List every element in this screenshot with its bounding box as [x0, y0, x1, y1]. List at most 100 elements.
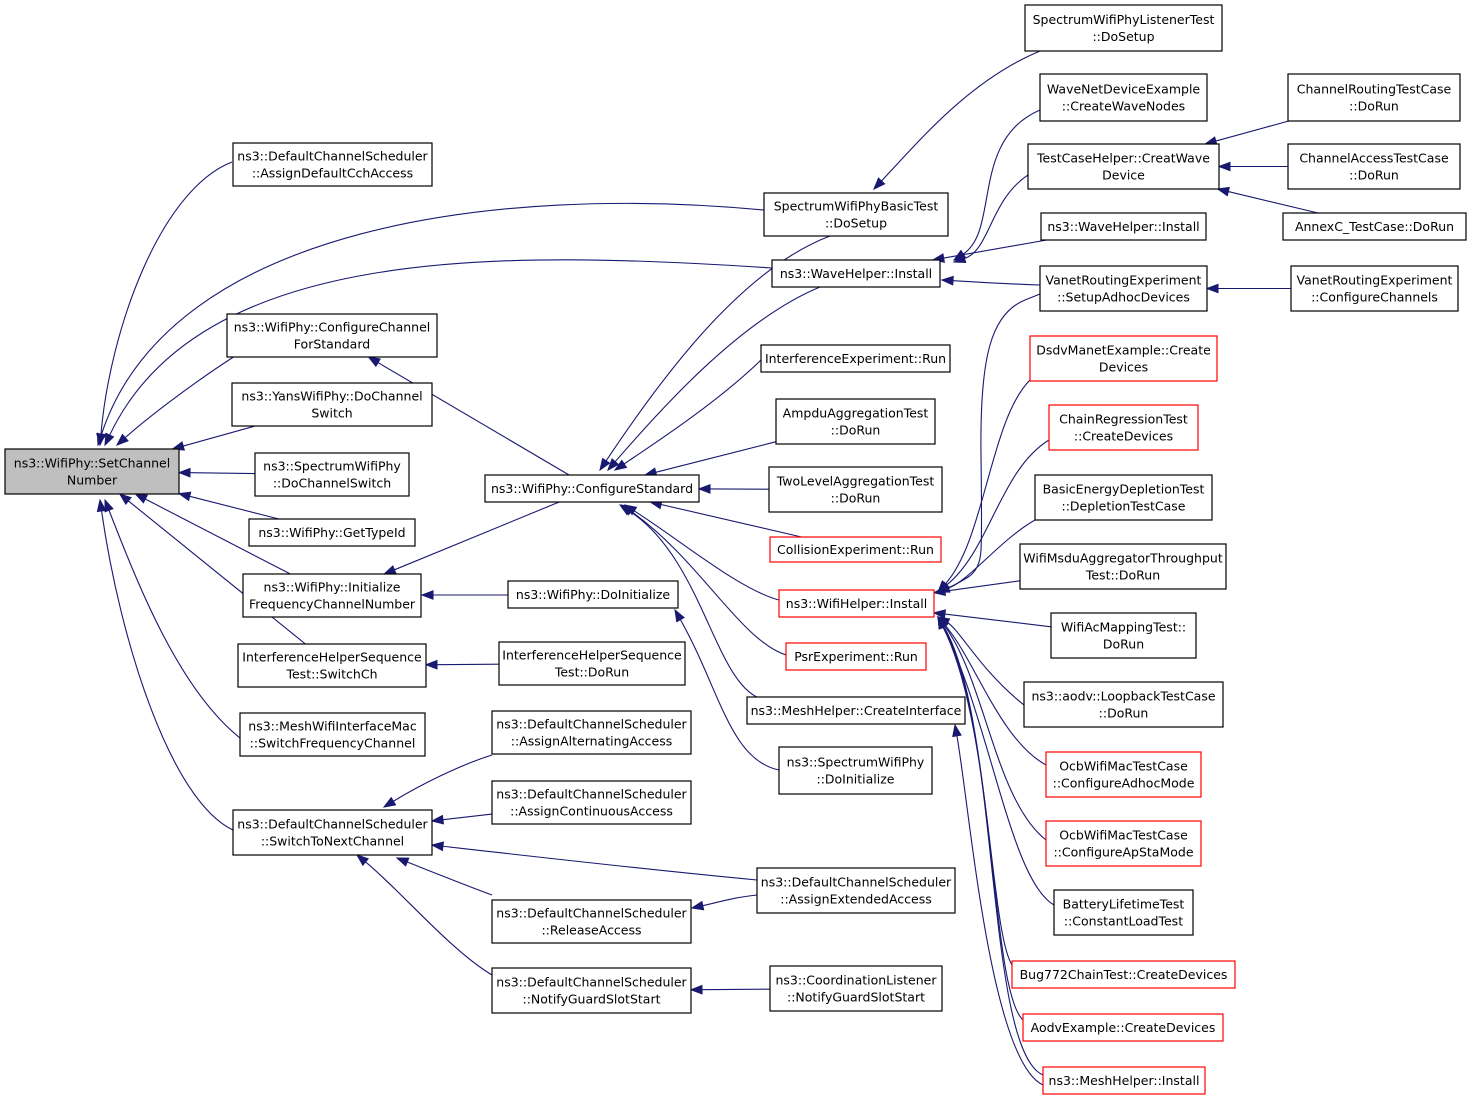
node-box: [1290, 265, 1459, 312]
node-box: [1023, 681, 1224, 728]
edge-arrowhead: [96, 498, 107, 513]
node-acmapping[interactable]: WifiAcMappingTest::DoRun: [1050, 612, 1197, 659]
node-label-line: ::DoRun: [831, 423, 881, 438]
node-twolevel[interactable]: TwoLevelAggregationTest::DoRun: [768, 466, 943, 513]
node-box: [1011, 960, 1236, 989]
edge-arrowhead: [697, 484, 711, 494]
edge-line: [628, 510, 766, 701]
node-box: [4, 448, 180, 495]
node-box: [226, 313, 438, 358]
node-wavehelper2[interactable]: ns3::WaveHelper::Install: [1040, 212, 1207, 241]
node-speclistener[interactable]: SpectrumWifiPhyListenerTest::DoSetup: [1024, 4, 1223, 52]
node-configchanstd[interactable]: ns3::WifiPhy::ConfigureChannelForStandar…: [226, 313, 438, 358]
node-label-line: ::DoRun: [1349, 99, 1399, 114]
node-ampdu[interactable]: AmpduAggregationTest::DoRun: [775, 398, 936, 445]
edge-line: [100, 202, 765, 435]
node-wavehelper1[interactable]: ns3::WaveHelper::Install: [771, 259, 941, 288]
node-box: [1053, 889, 1194, 936]
edge-arrowhead: [689, 984, 703, 995]
node-box: [778, 589, 935, 618]
edge-line: [944, 580, 1021, 592]
node-vanetconfig[interactable]: VanetRoutingExperiment::ConfigureChannel…: [1290, 265, 1459, 312]
edge-line: [943, 626, 1044, 1076]
node-annexc[interactable]: AnnexC_TestCase::DoRun: [1282, 212, 1467, 241]
node-ocbadhoc[interactable]: OcbWifiMacTestCase::ConfigureAdhocMode: [1045, 751, 1202, 798]
node-meshcreate[interactable]: ns3::MeshHelper::CreateInterface: [746, 696, 966, 725]
node-yansdochan[interactable]: ns3::YansWifiPhy::DoChannelSwitch: [231, 382, 433, 427]
node-chanaccess[interactable]: ChannelAccessTestCase::DoRun: [1287, 143, 1461, 190]
node-ocbapsta[interactable]: OcbWifiMacTestCase::ConfigureApStaMode: [1045, 820, 1202, 867]
edge-configstd-to-configchanstd: [367, 356, 570, 476]
node-coordnotify[interactable]: ns3::CoordinationListener::NotifyGuardSl…: [769, 965, 943, 1012]
edge-twolevel-to-configstd: [697, 484, 770, 494]
node-gettypeid[interactable]: ns3::WifiPhy::GetTypeId: [248, 518, 416, 547]
node-label-line: SpectrumWifiPhyBasicTest: [774, 199, 939, 214]
edge-line: [623, 359, 762, 465]
node-label-line: ::DoSetup: [825, 216, 887, 231]
node-interfrun[interactable]: InterferenceExperiment::Run: [760, 344, 951, 373]
node-box: [1029, 335, 1218, 382]
node-assignalt[interactable]: ns3::DefaultChannelScheduler::AssignAlte…: [491, 710, 692, 755]
node-label-line: WaveNetDeviceExample: [1047, 82, 1201, 97]
edge-specdoinit-to-doinit: [674, 608, 780, 771]
node-notifyguard[interactable]: ns3::DefaultChannelScheduler::NotifyGuar…: [491, 967, 692, 1014]
node-label-line: TwoLevelAggregationTest: [776, 474, 935, 489]
edge-gettypeid-to-setchannel: [177, 491, 280, 520]
node-initfreq[interactable]: ns3::WifiPhy::InitializeFrequencyChannel…: [242, 573, 422, 618]
node-label-line: ns3::CoordinationListener: [776, 973, 938, 988]
node-box: [768, 466, 943, 513]
node-label-line: ns3::DefaultChannelScheduler: [496, 906, 687, 921]
node-bug772[interactable]: Bug772ChainTest::CreateDevices: [1011, 960, 1236, 989]
edge-line: [942, 626, 1024, 1021]
node-psr[interactable]: PsrExperiment::Run: [785, 642, 927, 671]
node-label-line: Devices: [1099, 360, 1148, 375]
node-assigndefault[interactable]: ns3::DefaultChannelScheduler::AssignDefa…: [232, 142, 433, 187]
edge-line: [948, 519, 1036, 589]
node-box: [491, 967, 692, 1014]
node-assigncont[interactable]: ns3::DefaultChannelScheduler::AssignCont…: [491, 780, 692, 825]
node-doinit[interactable]: ns3::WifiPhy::DoInitialize: [507, 580, 679, 609]
node-battery[interactable]: BatteryLifetimeTest::ConstantLoadTest: [1053, 889, 1194, 936]
node-assignext[interactable]: ns3::DefaultChannelScheduler::AssignExte…: [756, 867, 956, 914]
node-basicenergy[interactable]: BasicEnergyDepletionTest::DepletionTestC…: [1034, 474, 1213, 521]
edge-yansdochan-to-setchannel: [171, 425, 256, 451]
edge-line: [189, 495, 280, 520]
node-label-line: ns3::WaveHelper::Install: [1047, 219, 1199, 234]
edge-arrowhead: [420, 590, 434, 600]
edge-arrowhead: [134, 493, 149, 504]
node-collision[interactable]: CollisionExperiment::Run: [769, 536, 942, 563]
edge-assigncont-to-switchnext: [430, 813, 493, 825]
node-configstd[interactable]: ns3::WifiPhy::ConfigureStandard: [484, 474, 700, 503]
node-specdoinit[interactable]: ns3::SpectrumWifiPhy::DoInitialize: [778, 746, 933, 795]
node-meshinstall[interactable]: ns3::MeshHelper::Install: [1042, 1066, 1206, 1095]
node-box: [1040, 212, 1207, 241]
node-aodvex[interactable]: AodvExample::CreateDevices: [1022, 1013, 1224, 1042]
node-box: [746, 696, 966, 725]
node-label-line: ns3::WifiPhy::ConfigureStandard: [491, 481, 693, 496]
edge-release-to-switchnext: [395, 857, 493, 896]
node-specbasic[interactable]: SpectrumWifiPhyBasicTest::DoSetup: [763, 192, 949, 237]
node-label-line: ns3::WifiPhy::ConfigureChannel: [234, 320, 431, 335]
edge-arrowhead: [1205, 283, 1219, 294]
node-aodvloop[interactable]: ns3::aodv::LoopbackTestCase::DoRun: [1023, 681, 1224, 728]
node-dsdv[interactable]: DsdvManetExample::CreateDevices: [1029, 335, 1218, 382]
node-box: [484, 474, 700, 503]
node-release[interactable]: ns3::DefaultChannelScheduler::ReleaseAcc…: [491, 899, 692, 944]
node-vanetsetup[interactable]: VanetRoutingExperiment::SetupAdhocDevice…: [1039, 265, 1208, 312]
edge-line: [630, 510, 787, 656]
node-chanrouting[interactable]: ChannelRoutingTestCase::DoRun: [1287, 73, 1461, 122]
node-label-line: ::DoRun: [1099, 706, 1149, 721]
node-chainreg[interactable]: ChainRegressionTest::CreateDevices: [1048, 404, 1199, 451]
node-label-line: ns3::WifiPhy::SetChannel: [14, 456, 170, 471]
node-specdochan[interactable]: ns3::SpectrumWifiPhy::DoChannelSwitch: [254, 452, 410, 497]
node-wavenet[interactable]: WaveNetDeviceExample::CreateWaveNodes: [1039, 73, 1208, 122]
edge-arrowhead: [607, 458, 620, 472]
node-switchnext[interactable]: ns3::DefaultChannelScheduler::SwitchToNe…: [232, 809, 433, 856]
node-wifihelper[interactable]: ns3::WifiHelper::Install: [778, 589, 935, 618]
node-meshswitch[interactable]: ns3::MeshWifiInterfaceMac::SwitchFrequen…: [239, 712, 426, 757]
node-label-line: AodvExample::CreateDevices: [1031, 1020, 1216, 1035]
